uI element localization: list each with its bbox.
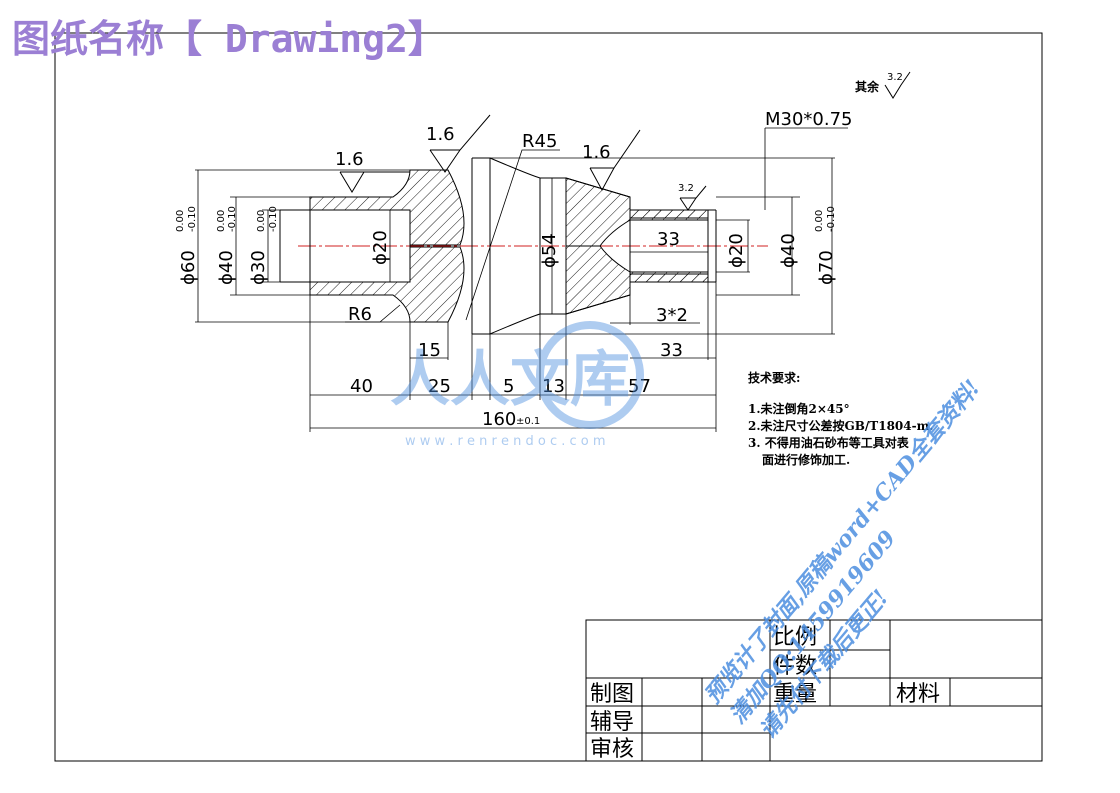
dim-5: 5 xyxy=(503,376,514,397)
svg-text:-0.10: -0.10 xyxy=(826,206,837,232)
roughness-symbols xyxy=(339,71,911,211)
svg-text:ϕ30: ϕ30 xyxy=(248,250,269,285)
svg-text:-0.10: -0.10 xyxy=(268,206,279,232)
tech-heading: 技术要求: xyxy=(748,370,800,385)
tb-quantity: 件数 xyxy=(773,654,817,679)
thread-dim: M30*0.75 xyxy=(765,109,853,130)
dim-15: 15 xyxy=(418,340,441,361)
svg-text:ϕ60: ϕ60 xyxy=(178,250,199,285)
tech-item-4: 面进行修饰加工. xyxy=(762,452,850,467)
svg-text:ϕ20: ϕ20 xyxy=(726,233,747,268)
dim-40: 40 xyxy=(350,376,373,397)
dim-25: 25 xyxy=(428,376,451,397)
title-block xyxy=(585,619,1043,762)
svg-text:ϕ40: ϕ40 xyxy=(216,250,237,285)
svg-text:ϕ40: ϕ40 xyxy=(778,233,799,268)
roughness-other-label: 其余 xyxy=(855,79,880,94)
roughness-2: 1.6 xyxy=(426,124,455,145)
roughness-other-value: 3.2 xyxy=(887,72,903,83)
svg-text:0.00: 0.00 xyxy=(175,210,186,232)
svg-text:ϕ70: ϕ70 xyxy=(816,250,837,285)
svg-text:0.00: 0.00 xyxy=(814,210,825,232)
svg-text:ϕ54: ϕ54 xyxy=(539,233,560,268)
roughness-3: 1.6 xyxy=(582,142,611,163)
tb-scale: 比例 xyxy=(773,625,817,650)
dim-57: 57 xyxy=(628,376,651,397)
svg-text:0.00: 0.00 xyxy=(216,210,227,232)
svg-text:人人文库: 人人文库 xyxy=(390,345,630,415)
page-title: 图纸名称【 Drawing2】 xyxy=(12,17,446,61)
svg-text:w w w . r e n r e n d o c . c: w w w . r e n r e n d o c . c o m xyxy=(405,434,606,449)
svg-text:0.00: 0.00 xyxy=(256,210,267,232)
roughness-4: 3.2 xyxy=(678,183,694,194)
drawing-border xyxy=(54,32,1043,762)
dim-33-inner: 33 xyxy=(657,229,680,250)
shaft-part xyxy=(279,157,717,335)
radius-small-dim: R6 xyxy=(348,304,372,325)
vertical-dims: ϕ60 0.00 -0.10 ϕ40 0.00 -0.10 ϕ30 0.00 -… xyxy=(175,206,837,285)
dim-total-tol: ±0.1 xyxy=(516,416,540,427)
tb-weight: 重量 xyxy=(773,682,817,707)
svg-text:-0.10: -0.10 xyxy=(187,206,198,232)
svg-text:-0.10: -0.10 xyxy=(227,206,238,232)
tb-review: 审核 xyxy=(590,737,634,762)
dim-3x2: 3*2 xyxy=(656,305,688,326)
dim-13: 13 xyxy=(542,376,565,397)
tb-drawn: 制图 xyxy=(590,682,634,707)
dim-33-outer: 33 xyxy=(660,340,683,361)
dim-total: 160 xyxy=(482,409,516,430)
roughness-1: 1.6 xyxy=(335,149,364,170)
svg-text:ϕ20: ϕ20 xyxy=(370,230,391,265)
watermark-logo: 人人文库 w w w . r e n r e n d o c . c o m xyxy=(390,321,644,449)
dimension-lines xyxy=(195,127,848,432)
tech-item-3: 3. 不得用油石砂布等工具对表 xyxy=(748,435,910,450)
radius-large-dim: R45 xyxy=(522,131,557,152)
tb-assist: 辅导 xyxy=(590,710,634,735)
tb-material: 材料 xyxy=(896,682,940,707)
tech-item-2: 2.未注尺寸公差按GB/T1804-m. xyxy=(748,418,934,433)
tech-item-1: 1.未注倒角2×45° xyxy=(748,401,850,416)
